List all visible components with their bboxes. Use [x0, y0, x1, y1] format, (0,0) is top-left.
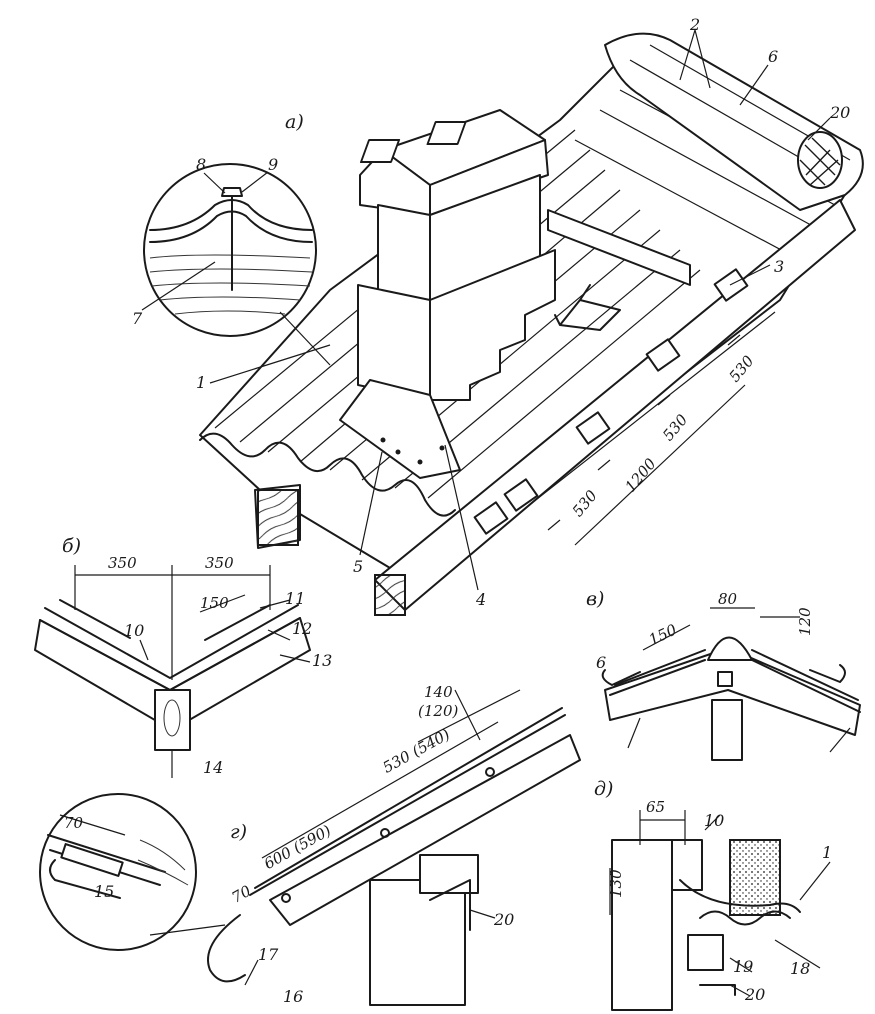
callout-9: 9	[268, 155, 278, 174]
callout-4: 4	[475, 590, 486, 609]
callout-20-d: 20	[744, 985, 765, 1004]
rafter-end-back	[257, 489, 299, 546]
apron-fasteners	[380, 437, 445, 465]
view-v-ridge-section	[601, 607, 861, 761]
dim-v-150: 150	[646, 620, 680, 649]
bracket-3	[554, 284, 621, 331]
batten-strip	[547, 209, 691, 286]
section-label-g: г)	[230, 821, 247, 843]
rafter-end-front	[374, 574, 406, 616]
callout-1-d: 1	[822, 843, 832, 862]
dim-b-350-right: 350	[205, 554, 234, 572]
dim-g-140: 140	[424, 683, 453, 701]
callout-numbers: 1 2 3 4 5 6 7 8 9 20 10 11 12 13 14 6 15…	[94, 15, 850, 1006]
dim-a-530-low: 530	[569, 486, 601, 520]
chimney	[357, 109, 556, 401]
callout-3: 3	[774, 257, 784, 276]
callout-1: 1	[196, 373, 206, 392]
dim-v-120: 120	[796, 607, 814, 636]
battens	[473, 268, 749, 535]
callout-14: 14	[203, 758, 223, 777]
callout-20-a: 20	[829, 103, 850, 122]
chimney-apron	[339, 379, 461, 479]
callout-2: 2	[689, 15, 700, 34]
leader-lines-a	[209, 29, 831, 591]
dim-a-530-top: 530	[725, 352, 757, 386]
dimension-lines-a	[522, 311, 776, 546]
dim-g-120: (120)	[418, 702, 458, 720]
callout-16: 16	[283, 987, 303, 1006]
callout-8: 8	[196, 155, 206, 174]
callout-5: 5	[353, 557, 363, 576]
ridge-end-hatch	[799, 137, 841, 186]
section-label-a: а)	[285, 111, 304, 133]
dim-g-70: 70	[229, 882, 255, 907]
dim-d-130: 130	[607, 869, 625, 898]
sheet-lower-edge-waves	[199, 432, 456, 517]
dim-v-80: 80	[718, 590, 738, 608]
callout-13: 13	[312, 651, 332, 670]
dim-a-1200: 1200	[621, 454, 660, 495]
section-label-d: д)	[594, 778, 613, 800]
callout-11: 11	[285, 589, 305, 608]
detail-circle-eave-hook	[39, 793, 226, 951]
dim-b-150: 150	[200, 594, 229, 612]
dim-g-70-detail: 70	[64, 814, 84, 832]
callout-12: 12	[292, 619, 312, 638]
view-a-roof-isometric	[199, 29, 864, 616]
section-labels: а) б) в) г) д)	[62, 111, 613, 843]
dim-d-65: 65	[646, 798, 665, 816]
callout-7: 7	[132, 309, 143, 328]
detail-circle-ridge-fastener	[141, 163, 331, 366]
callout-6: 6	[768, 47, 778, 66]
section-label-v: в)	[586, 588, 604, 610]
callout-19: 19	[733, 957, 753, 976]
callout-20-g: 20	[493, 910, 514, 929]
callout-10-b: 10	[124, 621, 144, 640]
view-g-eave-section	[207, 689, 581, 1006]
view-d-parapet-section	[609, 810, 831, 1011]
callout-18: 18	[790, 959, 810, 978]
dim-b-350-left: 350	[108, 554, 137, 572]
callout-17: 17	[258, 945, 279, 964]
view-b-valley-section	[34, 565, 311, 778]
callout-15: 15	[94, 882, 114, 901]
section-label-b: б)	[62, 535, 81, 557]
callout-6-v: 6	[596, 653, 606, 672]
callout-10-d: 10	[704, 811, 724, 830]
